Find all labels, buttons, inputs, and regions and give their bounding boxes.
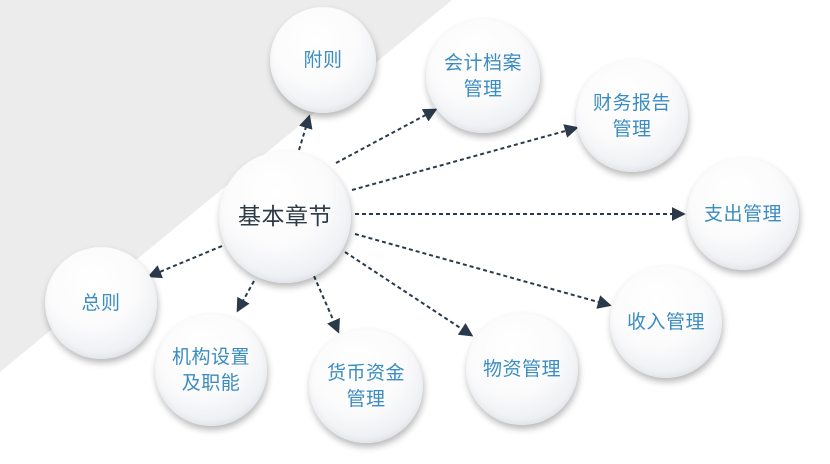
node-huobi[interactable]: 货币资金 管理 xyxy=(309,329,423,443)
center-node[interactable]: 基本章节 xyxy=(219,151,351,283)
node-shouru[interactable]: 收入管理 xyxy=(610,266,722,378)
arrow-to-caiwu xyxy=(351,124,579,191)
node-zongze[interactable]: 总则 xyxy=(45,247,157,359)
arrow-to-wuzi xyxy=(344,251,474,337)
arrow-to-fuze xyxy=(298,114,313,151)
arrow-to-jigou xyxy=(236,280,255,313)
arrow-to-shouru xyxy=(354,233,612,309)
node-label: 货币资金 管理 xyxy=(326,362,405,410)
node-label: 附则 xyxy=(303,49,343,71)
node-label: 会计档案 管理 xyxy=(443,52,522,100)
node-label: 财务报告 管理 xyxy=(592,92,671,140)
node-caiwu[interactable]: 财务报告 管理 xyxy=(576,60,688,172)
node-fuze[interactable]: 附则 xyxy=(270,7,376,113)
arrow-to-zongze xyxy=(147,245,223,279)
node-jigou[interactable]: 机构设置 及职能 xyxy=(155,314,267,426)
arrow-to-kuaiji xyxy=(335,108,438,164)
node-label: 总则 xyxy=(81,292,121,314)
node-label: 收入管理 xyxy=(626,311,705,333)
node-label: 机构设置 及职能 xyxy=(171,346,250,394)
arrow-to-huobi xyxy=(313,275,340,334)
node-kuaiji[interactable]: 会计档案 管理 xyxy=(426,19,540,133)
node-wuzi[interactable]: 物资管理 xyxy=(466,313,578,425)
center-node-label: 基本章节 xyxy=(238,204,332,230)
node-zhichu[interactable]: 支出管理 xyxy=(687,158,799,270)
node-label: 物资管理 xyxy=(482,358,561,380)
node-label: 支出管理 xyxy=(703,203,782,225)
